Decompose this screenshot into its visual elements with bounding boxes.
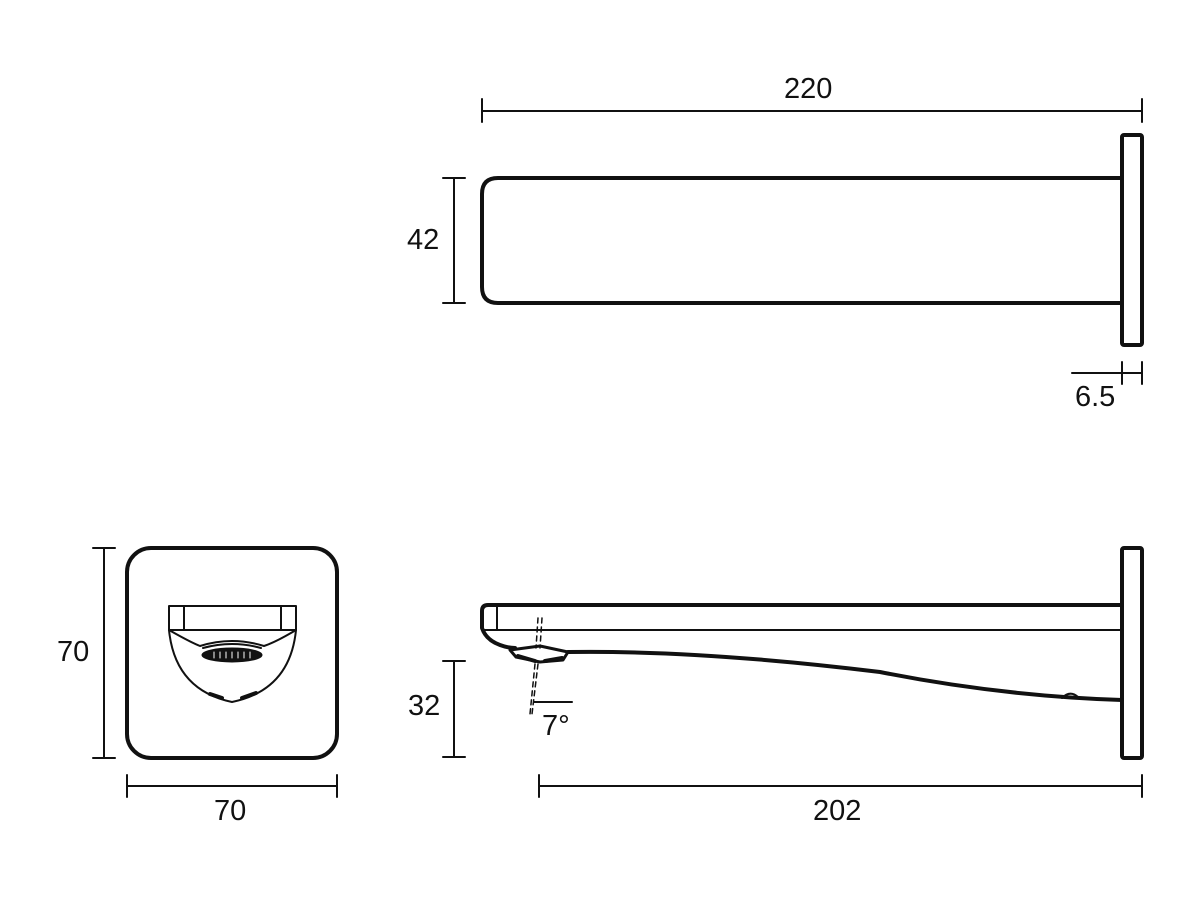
- spout-body-top: [480, 176, 1124, 305]
- dimension-line-42: [442, 177, 466, 304]
- wall-plate-side: [1120, 546, 1144, 760]
- side-view: [442, 546, 1144, 798]
- spout-face: [168, 605, 297, 703]
- dimension-line-70-vertical: [92, 547, 116, 759]
- top-view: [442, 98, 1144, 385]
- dimension-label-202: 202: [813, 795, 862, 827]
- dimension-line-32: [442, 660, 466, 758]
- dimension-line-6-5: [1071, 361, 1143, 385]
- dimension-label-32: 32: [408, 690, 441, 722]
- dimension-label-42: 42: [407, 224, 440, 256]
- dimension-label-7-degrees: 7°: [542, 710, 570, 742]
- wall-plate-top: [1120, 133, 1144, 347]
- dimension-line-202: [538, 774, 1143, 798]
- dimension-label-70-horizontal: 70: [214, 795, 247, 827]
- dimension-line-220: [481, 98, 1143, 123]
- front-view: [92, 546, 339, 798]
- dimension-label-70-vertical: 70: [57, 636, 90, 668]
- dimension-line-70-horizontal: [126, 774, 338, 798]
- dimension-label-220: 220: [784, 73, 833, 105]
- dimension-label-6-5: 6.5: [1075, 381, 1116, 413]
- wall-plate-front: [125, 546, 339, 760]
